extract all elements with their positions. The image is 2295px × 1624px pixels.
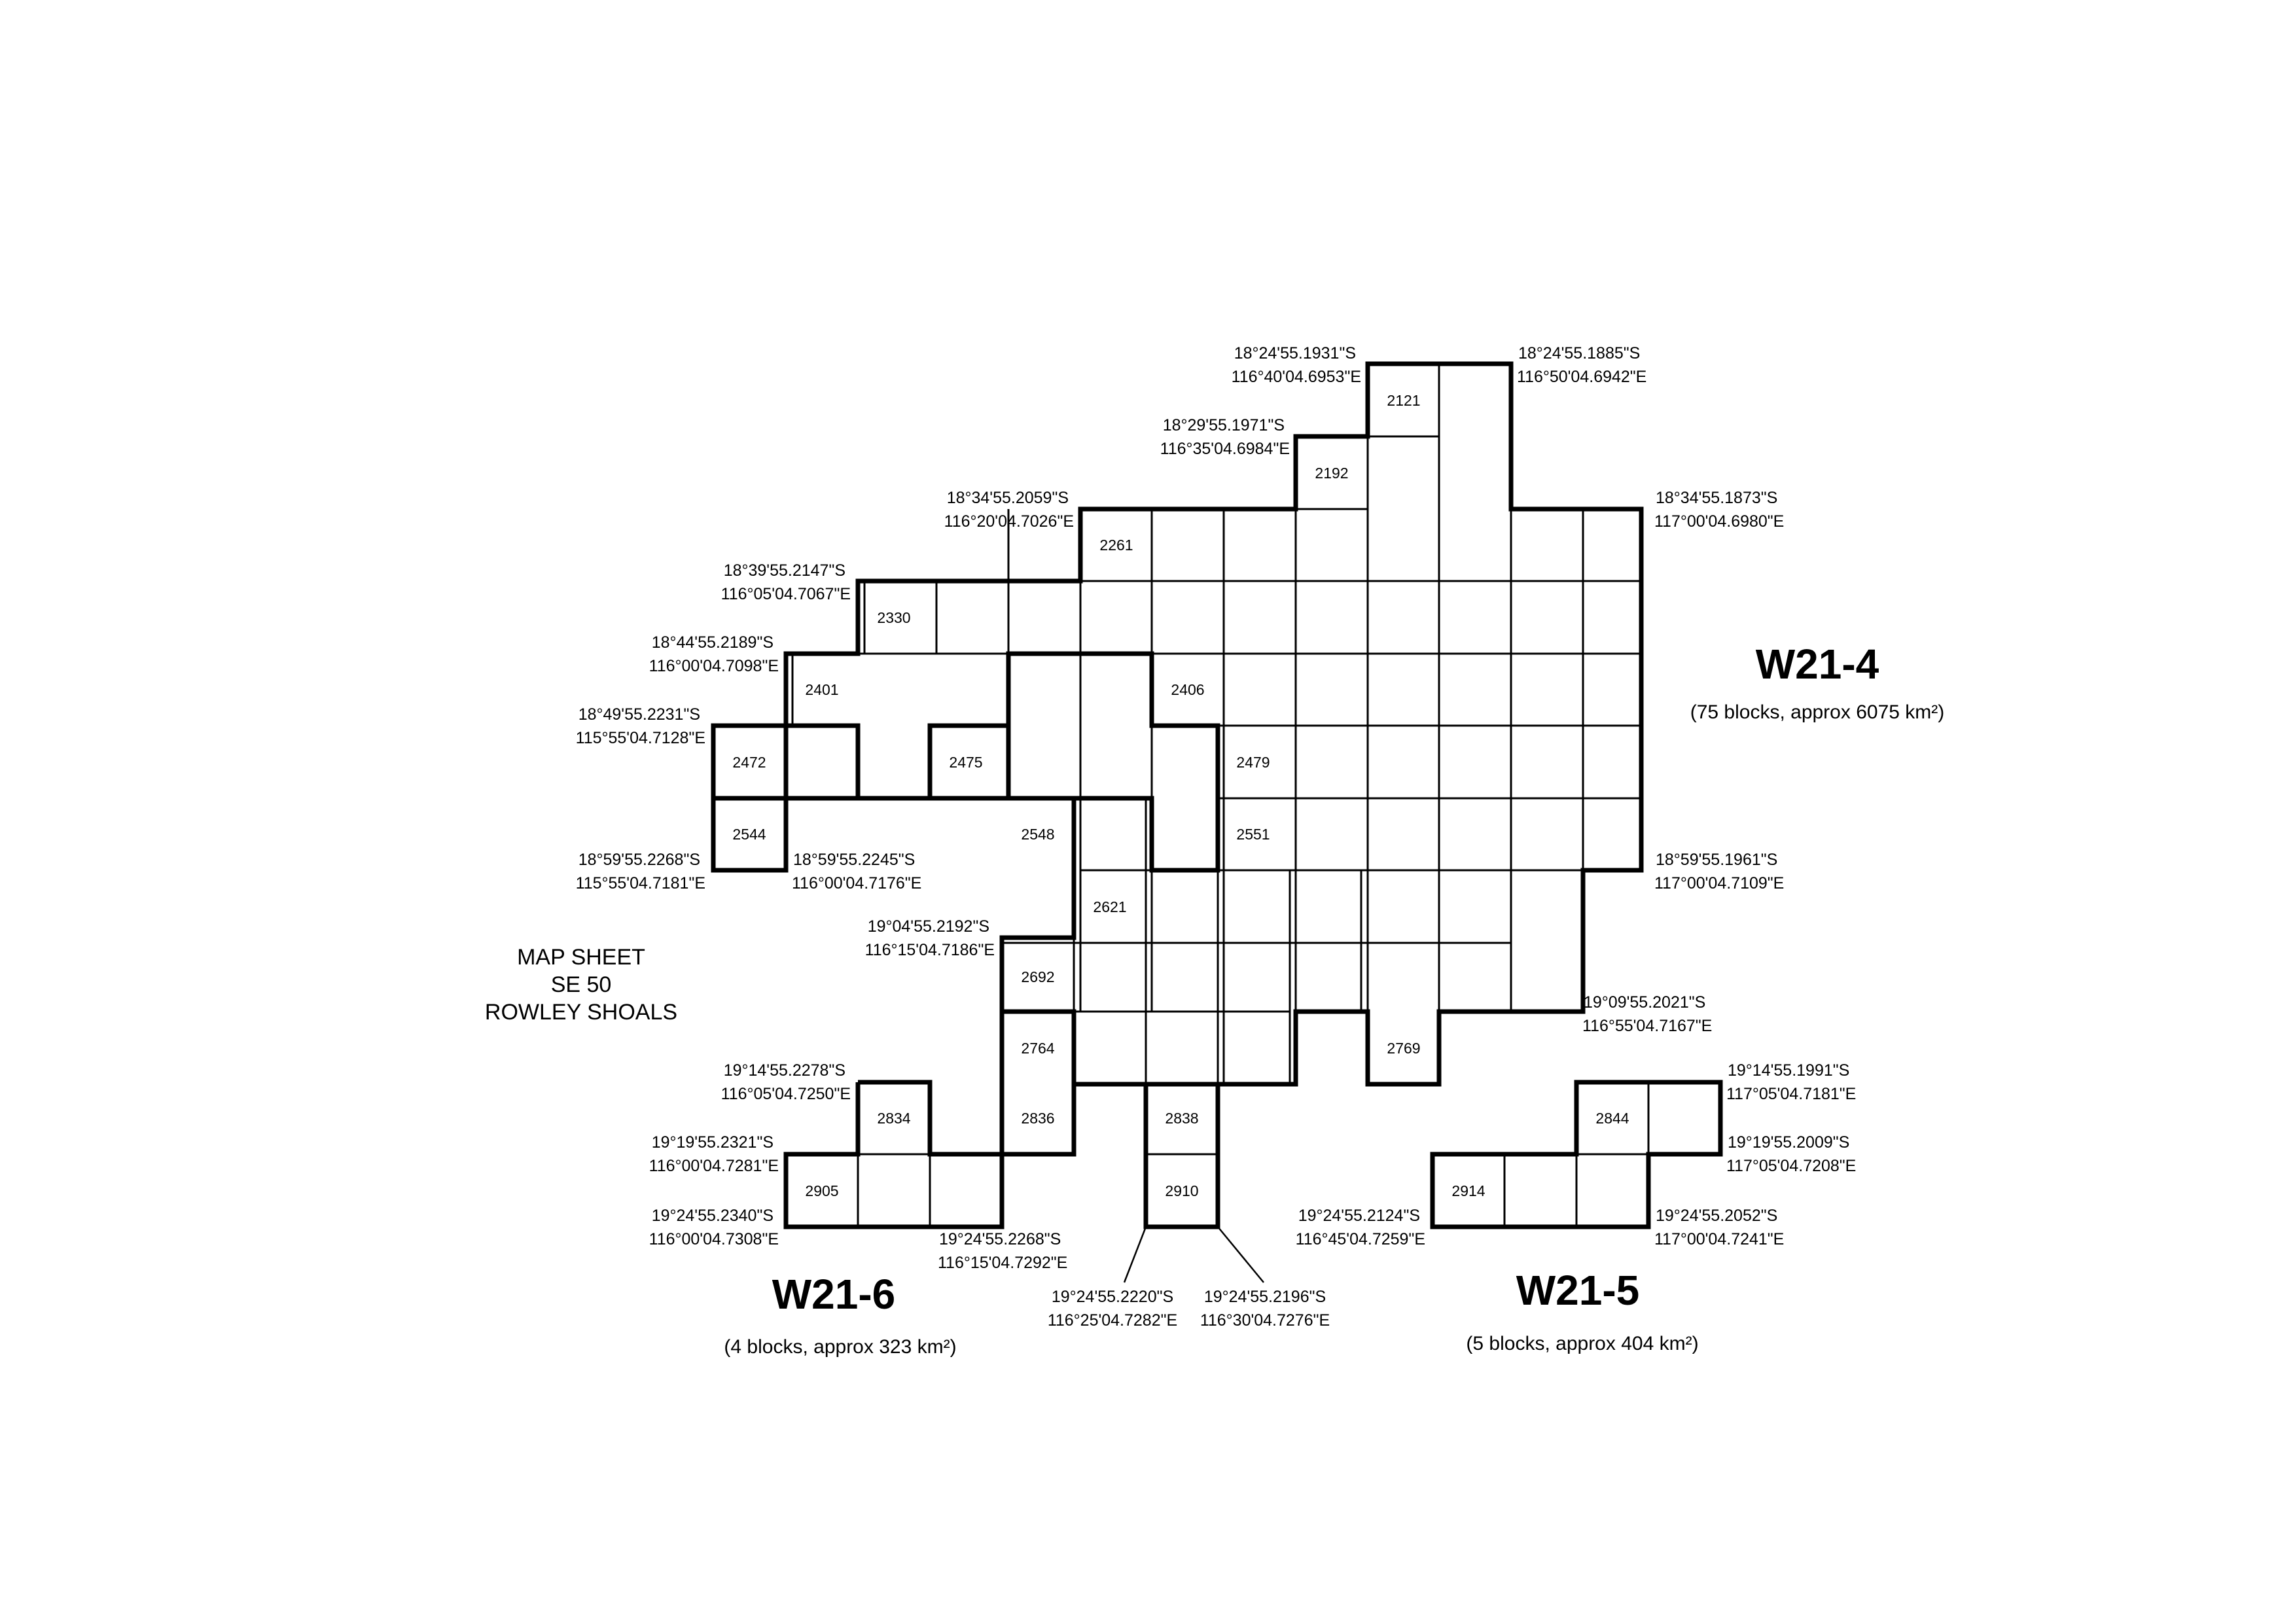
coord-c18-lat: 19°24'55.2340"S <box>652 1207 774 1225</box>
coord-c15-lon: 117°05'04.7181"E <box>1726 1085 1856 1103</box>
area-title-w21-6: W21-6 <box>772 1271 896 1318</box>
coord-c21-lat: 19°24'55.2196"S <box>1204 1288 1326 1306</box>
area-subtitle-w21-6: (4 blocks, approx 323 km²) <box>724 1336 956 1358</box>
coord-c20-lat: 19°24'55.2220"S <box>1052 1288 1173 1306</box>
w21-4-boundary-sw <box>711 726 861 873</box>
map-sheet-name: ROWLEY SHOALS <box>485 1000 677 1025</box>
coord-c06-lon: 116°05'04.7067"E <box>721 585 851 603</box>
coord-c06-lat: 18°39'55.2147"S <box>724 561 845 580</box>
coord-c08-lat: 18°49'55.2231"S <box>578 705 700 724</box>
coord-c19-lat: 19°24'55.2268"S <box>939 1230 1061 1248</box>
area-title-w21-4: W21-4 <box>1756 641 1879 688</box>
w21-6-boundary <box>783 938 1005 1229</box>
coord-c20-lon: 116°25'04.7282"E <box>1048 1311 1177 1330</box>
block-2764: 2764 <box>1021 1040 1054 1057</box>
coord-c09-lat: 18°59'55.2268"S <box>578 851 700 869</box>
coord-c22-lon: 116°45'04.7259"E <box>1296 1230 1425 1248</box>
leader-line-2910-left <box>1123 1226 1147 1283</box>
block-2479: 2479 <box>1236 754 1270 771</box>
block-2910: 2910 <box>1165 1182 1198 1199</box>
coord-c13-lat: 19°09'55.2021"S <box>1584 993 1705 1012</box>
block-2401: 2401 <box>805 681 838 698</box>
block-2261: 2261 <box>1099 537 1133 554</box>
coord-c11-lon: 117°00'04.7109"E <box>1654 874 1784 892</box>
coord-c17-lon: 117°05'04.7208"E <box>1726 1157 1856 1175</box>
coord-c12-lon: 116°15'04.7186"E <box>865 941 995 959</box>
coord-c02-lon: 116°50'04.6942"E <box>1517 368 1646 386</box>
coord-c13-lon: 116°55'04.7167"E <box>1582 1017 1712 1035</box>
coord-c23-lon: 117°00'04.7241"E <box>1654 1230 1784 1248</box>
block-2544: 2544 <box>732 826 766 843</box>
coord-c03-lat: 18°29'55.1971"S <box>1163 416 1285 434</box>
coord-c12-lat: 19°04'55.2192"S <box>868 917 989 936</box>
excluded-area-2475 <box>927 726 1011 801</box>
map-sheet-number: SE 50 <box>551 972 612 997</box>
block-2692: 2692 <box>1021 968 1054 985</box>
block-2769: 2769 <box>1387 1040 1420 1057</box>
coord-c17-lat: 19°19'55.2009"S <box>1728 1133 1849 1152</box>
coord-c07-lat: 18°44'55.2189"S <box>652 633 774 652</box>
coord-c11-lat: 18°59'55.1961"S <box>1656 851 1777 869</box>
coord-c18-lon: 116°00'04.7308"E <box>649 1230 779 1248</box>
coord-c05-lon: 117°00'04.6980"E <box>1654 512 1784 531</box>
block-2475: 2475 <box>949 754 982 771</box>
coord-c04-lat: 18°34'55.2059"S <box>947 489 1069 507</box>
leader-line-2910-right <box>1217 1226 1264 1283</box>
coord-c01-lat: 18°24'55.1931"S <box>1234 344 1356 362</box>
coord-c04-lon: 116°20'04.7026"E <box>944 512 1074 531</box>
block-2905: 2905 <box>805 1182 838 1199</box>
block-2621: 2621 <box>1093 898 1126 915</box>
w21-4-boundary <box>711 361 1644 1087</box>
block-grid <box>713 364 1650 1227</box>
coord-c08-lon: 115°55'04.7128"E <box>576 729 705 747</box>
coord-c02-lat: 18°24'55.1885"S <box>1518 344 1640 362</box>
map-sheet-label: MAP SHEET <box>517 945 645 970</box>
coord-c01-lon: 116°40'04.6953"E <box>1232 368 1361 386</box>
coord-c14-lon: 116°05'04.7250"E <box>721 1085 851 1103</box>
coord-c03-lon: 116°35'04.6984"E <box>1160 440 1290 458</box>
coord-c16-lat: 19°19'55.2321"S <box>652 1133 774 1152</box>
coord-c10-lon: 116°00'04.7176"E <box>792 874 921 892</box>
block-2472: 2472 <box>732 754 766 771</box>
area-title-w21-5: W21-5 <box>1516 1267 1640 1314</box>
block-2551: 2551 <box>1236 826 1270 843</box>
excluded-area-outline <box>927 651 1220 873</box>
block-2330: 2330 <box>877 609 910 626</box>
coord-c16-lon: 116°00'04.7281"E <box>649 1157 779 1175</box>
coord-c19-lon: 116°15'04.7292"E <box>938 1254 1067 1272</box>
area-subtitle-w21-5: (5 blocks, approx 404 km²) <box>1466 1333 1698 1354</box>
block-2192: 2192 <box>1315 465 1348 482</box>
coord-c07-lon: 116°00'04.7098"E <box>649 657 779 675</box>
coord-c22-lat: 19°24'55.2124"S <box>1298 1207 1420 1225</box>
w21-5-boundary <box>1430 1080 1723 1229</box>
w21-6-boundary-2 <box>1002 1084 1076 1157</box>
block-2548: 2548 <box>1021 826 1054 843</box>
area-subtitle-w21-4: (75 blocks, approx 6075 km²) <box>1690 701 1945 723</box>
coord-c10-lat: 18°59'55.2245"S <box>793 851 915 869</box>
coord-c14-lat: 19°14'55.2278"S <box>724 1061 845 1080</box>
block-2914: 2914 <box>1451 1182 1485 1199</box>
block-2121: 2121 <box>1387 392 1420 409</box>
coord-c15-lat: 19°14'55.1991"S <box>1728 1061 1849 1080</box>
block-2844: 2844 <box>1595 1110 1629 1127</box>
coord-c05-lat: 18°34'55.1873"S <box>1656 489 1777 507</box>
coord-c09-lon: 115°55'04.7181"E <box>576 874 705 892</box>
block-2406: 2406 <box>1171 681 1204 698</box>
block-2834: 2834 <box>877 1110 910 1127</box>
coord-c21-lon: 116°30'04.7276"E <box>1200 1311 1330 1330</box>
block-2838: 2838 <box>1165 1110 1198 1127</box>
w21-6-boundary-2838 <box>1143 1082 1220 1229</box>
block-2836: 2836 <box>1021 1110 1054 1127</box>
coord-c23-lat: 19°24'55.2052"S <box>1656 1207 1777 1225</box>
